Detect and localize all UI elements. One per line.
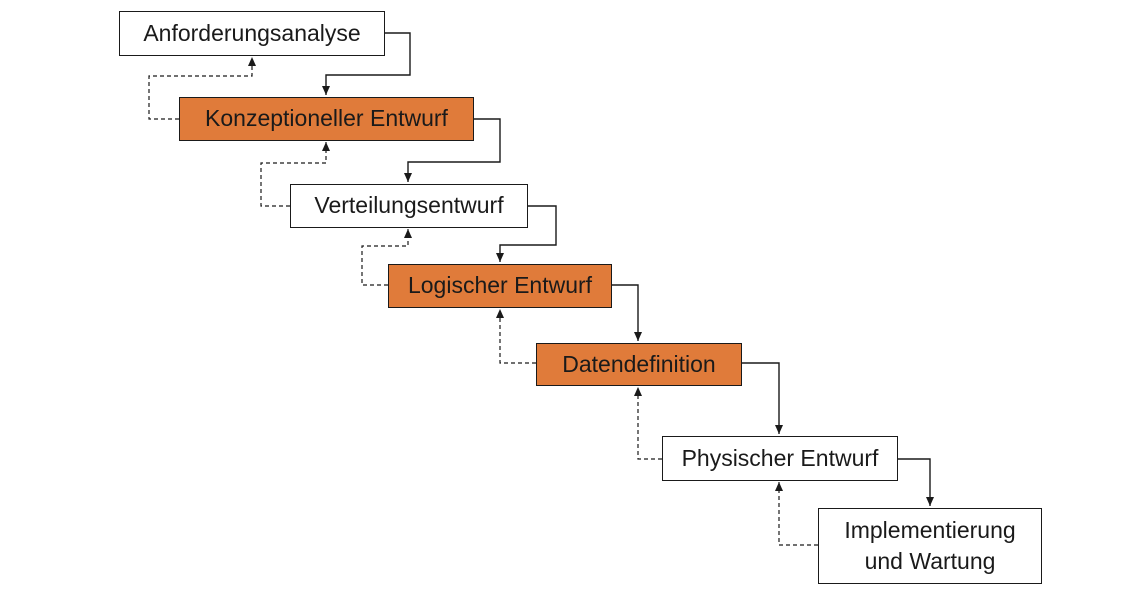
step-label-line-1: Implementierung: [844, 516, 1016, 543]
feedback-arrow-1: [148, 57, 256, 120]
feedback-arrow-2: [260, 142, 330, 207]
feedback-arrow-5: [634, 387, 662, 460]
step-logischer-entwurf: Logischer Entwurf: [388, 264, 612, 308]
forward-arrow-6: [898, 458, 934, 506]
step-label-line-2: und Wartung: [864, 548, 996, 574]
step-label: Physischer Entwurf: [681, 444, 879, 471]
step-label: Verteilungsentwurf: [314, 192, 504, 219]
step-verteilungsentwurf: Verteilungsentwurf: [290, 184, 528, 228]
step-konzeptioneller-entwurf: Konzeptioneller Entwurf: [179, 97, 474, 141]
step-physischer-entwurf: Physischer Entwurf: [662, 436, 898, 481]
step-anforderungsanalyse: Anforderungsanalyse: [119, 11, 385, 56]
forward-arrow-5: [742, 362, 783, 434]
feedback-arrow-3: [361, 229, 412, 286]
step-label: Konzeptioneller Entwurf: [205, 105, 448, 132]
step-datendefinition: Datendefinition: [536, 343, 742, 386]
forward-arrow-1: [322, 32, 411, 95]
step-label: Anforderungsanalyse: [143, 19, 361, 46]
forward-arrow-4: [612, 284, 642, 341]
forward-arrow-3: [496, 205, 557, 262]
feedback-arrow-6: [775, 482, 818, 546]
step-label: Logischer Entwurf: [407, 272, 593, 299]
step-implementierung-und-wartung: Implementierung und Wartung: [818, 508, 1042, 584]
feedback-arrow-4: [496, 309, 536, 364]
step-label: Datendefinition: [562, 350, 716, 377]
forward-arrow-2: [404, 118, 501, 182]
